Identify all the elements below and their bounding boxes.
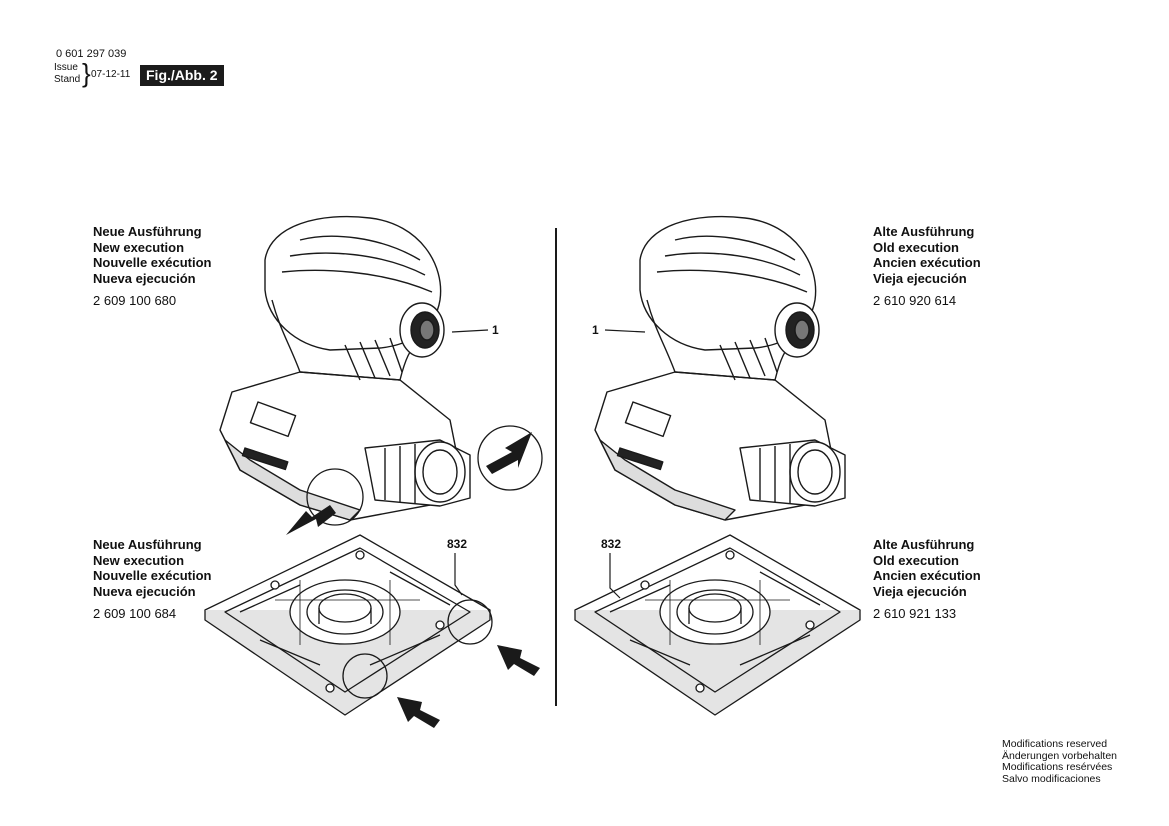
detail-circle <box>306 468 364 526</box>
base-plate-new-drawing <box>204 534 493 716</box>
base-plate-old-drawing <box>574 534 861 716</box>
text-en: New execution <box>93 239 185 255</box>
callout-label-832-left: 832 <box>447 537 468 551</box>
housing-old-drawing <box>594 215 846 521</box>
issue-stand-label: Issue Stand <box>54 62 80 86</box>
text-es: Nueva ejecución <box>93 270 196 286</box>
text-es: Vieja ejecución <box>873 583 967 599</box>
text-fr: Nouvelle exécution <box>93 255 212 270</box>
part-number: 2 609 100 684 <box>93 606 177 621</box>
modifications-notice: Modifications reserved Änderungen vorbeh… <box>1002 738 1118 785</box>
text-de: Alte Ausführung <box>873 224 975 239</box>
old-execution-plate-text: Alte Ausführung Old execution Ancien exé… <box>873 537 981 622</box>
callout-label-832-right: 832 <box>601 537 622 551</box>
text-es: Nueva ejecución <box>93 583 196 599</box>
text-es: Vieja ejecución <box>873 270 967 286</box>
text-fr: Ancien exécution <box>873 568 981 583</box>
text-en: New execution <box>93 552 185 568</box>
notice-es: Salvo modificaciones <box>1002 772 1101 785</box>
part-number: 2 609 100 680 <box>93 293 177 308</box>
issue-date: 07-12-11 <box>91 69 131 80</box>
notice-de: Änderungen vorbehalten <box>1002 749 1118 762</box>
brace-glyph: } <box>82 58 91 88</box>
arrow-icon <box>286 505 336 535</box>
callout-label-1-left: 1 <box>492 323 499 337</box>
part-number: 2 610 920 614 <box>873 293 957 308</box>
detail-circle <box>477 425 543 491</box>
text-en: Old execution <box>873 239 959 255</box>
text-de: Neue Ausführung <box>93 537 202 552</box>
text-de: Alte Ausführung <box>873 537 975 552</box>
leader-line <box>609 553 621 599</box>
arrow-icon <box>497 645 540 676</box>
new-execution-housing-text: Neue Ausführung New execution Nouvelle e… <box>93 224 211 309</box>
leader-line <box>451 329 489 333</box>
text-de: Neue Ausführung <box>93 224 202 239</box>
text-en: Old execution <box>873 552 959 568</box>
new-execution-plate-text: Neue Ausführung New execution Nouvelle e… <box>93 537 211 622</box>
detail-circle <box>342 653 388 699</box>
detail-circle <box>447 599 493 645</box>
leader-line <box>604 329 646 333</box>
notice-en: Modifications reserved <box>1002 738 1108 750</box>
arrow-icon <box>486 432 532 474</box>
notice-fr: Modifications resérvées <box>1002 761 1113 773</box>
old-execution-housing-text: Alte Ausführung Old execution Ancien exé… <box>873 224 981 309</box>
housing-new-drawing <box>219 215 543 526</box>
callout-label-1-right: 1 <box>592 323 599 337</box>
leader-line <box>454 553 463 596</box>
part-number: 2 610 921 133 <box>873 606 957 621</box>
arrow-icon <box>397 697 440 728</box>
stand-label: Stand <box>54 74 81 85</box>
document-number: 0 601 297 039 <box>56 48 127 60</box>
text-fr: Ancien exécution <box>873 255 981 270</box>
figure-label: Fig./Abb. 2 <box>140 65 224 86</box>
issue-label: Issue <box>54 62 78 73</box>
text-fr: Nouvelle exécution <box>93 568 212 583</box>
